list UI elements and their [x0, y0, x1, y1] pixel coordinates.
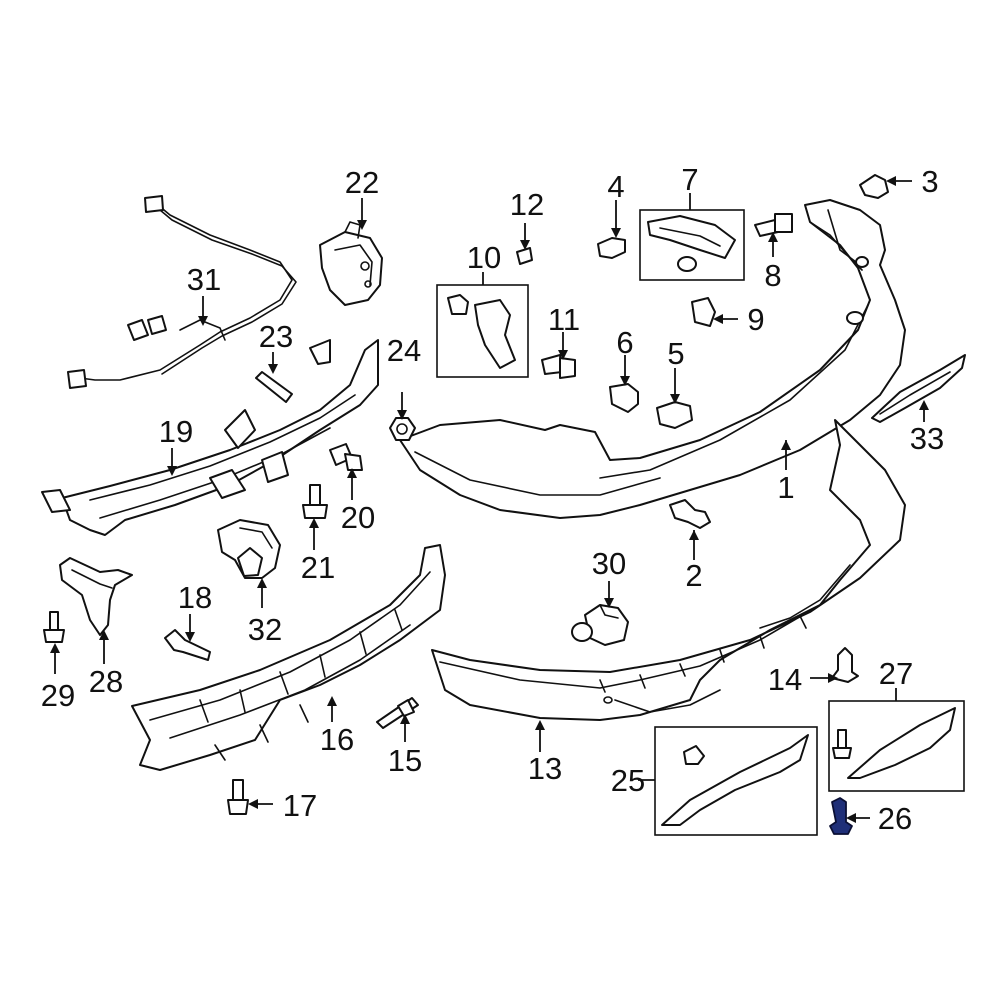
- arrow-heads: [50, 176, 929, 823]
- part-29-bolt[interactable]: [43, 611, 65, 643]
- callout-12: 12: [510, 187, 544, 222]
- part-2-clip[interactable]: [669, 499, 711, 529]
- part-20-bolt[interactable]: [329, 443, 363, 471]
- part-7-bracket-kit[interactable]: [639, 209, 745, 281]
- callout-16: 16: [320, 722, 354, 757]
- callout-24: 24: [387, 333, 421, 368]
- callout-25: 25: [611, 763, 645, 798]
- part-32-sensor-bracket[interactable]: [217, 519, 281, 579]
- callout-17: 17: [283, 788, 317, 823]
- callout-2: 2: [685, 558, 702, 593]
- callout-11: 11: [548, 302, 580, 337]
- callout-20: 20: [341, 500, 375, 535]
- part-8-bolt[interactable]: [754, 213, 793, 237]
- callout-5: 5: [667, 336, 684, 371]
- part-10-bracket-kit[interactable]: [436, 284, 529, 378]
- part-12-clip[interactable]: [516, 247, 533, 265]
- part-16-energy-absorber[interactable]: [131, 544, 446, 771]
- part-3-screw[interactable]: [859, 174, 889, 199]
- part-21-bolt[interactable]: [302, 484, 328, 519]
- part-33-reflector[interactable]: [871, 354, 966, 423]
- part-18-push-pin[interactable]: [164, 629, 211, 661]
- part-4-pin[interactable]: [597, 237, 626, 259]
- callout-23: 23: [259, 319, 293, 354]
- part-28-bracket[interactable]: [59, 557, 133, 636]
- callout-31: 31: [187, 262, 221, 297]
- callout-27: 27: [879, 656, 913, 691]
- part-30-parking-sensor[interactable]: [571, 604, 629, 646]
- callout-18: 18: [178, 580, 212, 615]
- callout-26: 26: [878, 801, 912, 836]
- callout-1: 1: [777, 470, 794, 505]
- callout-28: 28: [89, 664, 123, 699]
- part-9-clip[interactable]: [691, 297, 716, 327]
- part-25-trim-kit[interactable]: [654, 726, 818, 836]
- part-24-nut[interactable]: [389, 417, 416, 441]
- callout-9: 9: [747, 302, 764, 337]
- callout-4: 4: [607, 169, 624, 204]
- part-1-bumper-cover[interactable]: [399, 199, 906, 519]
- part-19-reinforcement[interactable]: [41, 339, 379, 536]
- callout-33: 33: [910, 421, 944, 456]
- callout-numbers: 1 2 3 4 5 6 7 8 9 10 11 12 13 14 15 16 1…: [41, 162, 944, 836]
- callout-13: 13: [528, 751, 562, 786]
- part-23-pin[interactable]: [255, 371, 293, 403]
- callout-29: 29: [41, 678, 75, 713]
- callout-22: 22: [345, 165, 379, 200]
- part-14-push-pin[interactable]: [831, 647, 859, 683]
- callout-6: 6: [616, 325, 633, 360]
- callout-15: 15: [388, 743, 422, 778]
- callout-21: 21: [301, 550, 335, 585]
- part-26-screw[interactable]: [829, 797, 853, 835]
- callout-10: 10: [467, 240, 501, 275]
- part-15-rivet[interactable]: [376, 697, 419, 729]
- callout-32: 32: [248, 612, 282, 647]
- callout-7: 7: [681, 162, 698, 197]
- callout-8: 8: [764, 258, 781, 293]
- callout-3: 3: [921, 164, 938, 199]
- callout-14: 14: [768, 662, 802, 697]
- part-27-trim-kit[interactable]: [828, 700, 965, 792]
- part-31-wiring-harness[interactable]: [67, 195, 297, 389]
- part-17-bolt[interactable]: [227, 779, 249, 815]
- callout-19: 19: [159, 414, 193, 449]
- part-11-bolt[interactable]: [541, 354, 576, 379]
- part-13-lower-valance[interactable]: [431, 419, 906, 721]
- callout-30: 30: [592, 546, 626, 581]
- part-6-clip[interactable]: [609, 383, 639, 413]
- part-5-clip[interactable]: [656, 401, 693, 429]
- part-22-bracket[interactable]: [319, 221, 383, 306]
